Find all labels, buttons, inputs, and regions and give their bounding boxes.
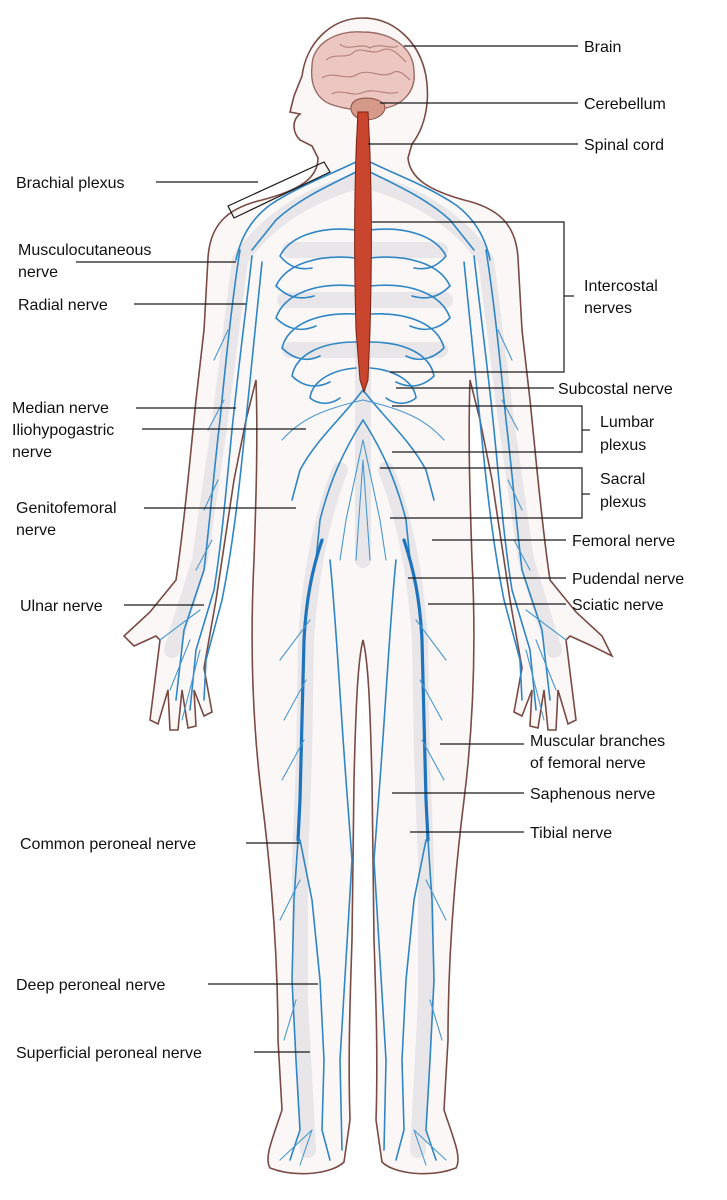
label-cerebellum: Cerebellum — [584, 96, 666, 113]
label-lumbar-line2: plexus — [600, 437, 646, 454]
label-sciatic-nerve: Sciatic nerve — [572, 597, 664, 614]
label-subcostal-nerve: Subcostal nerve — [558, 381, 673, 398]
label-ulnar-nerve: Ulnar nerve — [20, 598, 103, 615]
brain-folds — [321, 43, 411, 95]
label-saphenous-nerve: Saphenous nerve — [530, 786, 656, 803]
label-spinal-cord: Spinal cord — [584, 137, 664, 154]
brain-shape — [310, 31, 415, 111]
label-intercostal-line2: nerves — [584, 300, 632, 317]
label-superficial-peroneal-nerve: Superficial peroneal nerve — [16, 1045, 202, 1062]
label-muscular-branches-line1: Muscular branches — [530, 733, 665, 750]
label-median-nerve: Median nerve — [12, 400, 109, 417]
label-sacral-line1: Sacral — [600, 471, 645, 488]
label-tibial-nerve: Tibial nerve — [530, 825, 612, 842]
labels: Brain Cerebellum Spinal cord Brachial pl… — [12, 39, 684, 1062]
label-femoral-nerve: Femoral nerve — [572, 533, 675, 550]
label-sacral-line2: plexus — [600, 494, 646, 511]
label-brain: Brain — [584, 39, 621, 56]
central-nervous-system — [310, 31, 415, 394]
label-musculocutaneous-line1: Musculocutaneous — [18, 242, 151, 259]
label-pudendal-nerve: Pudendal nerve — [572, 571, 684, 588]
label-muscular-branches-line2: of femoral nerve — [530, 755, 646, 772]
label-iliohypogastric-line2: nerve — [12, 444, 52, 461]
label-common-peroneal-nerve: Common peroneal nerve — [20, 836, 196, 853]
leader-lines — [76, 45, 590, 1053]
label-intercostal-line1: Intercostal — [584, 278, 658, 295]
peripheral-nerves — [159, 159, 567, 1166]
label-deep-peroneal-nerve: Deep peroneal nerve — [16, 977, 166, 994]
label-lumbar-line1: Lumbar — [600, 414, 655, 431]
label-radial-nerve: Radial nerve — [18, 297, 108, 314]
label-musculocutaneous-line2: nerve — [18, 264, 58, 281]
label-brachial-plexus: Brachial plexus — [16, 175, 125, 192]
label-iliohypogastric-line1: Iliohypogastric — [12, 422, 114, 439]
label-genitofemoral-line1: Genitofemoral — [16, 500, 117, 517]
spinal-cord-shape — [354, 111, 372, 394]
label-genitofemoral-line2: nerve — [16, 522, 56, 539]
